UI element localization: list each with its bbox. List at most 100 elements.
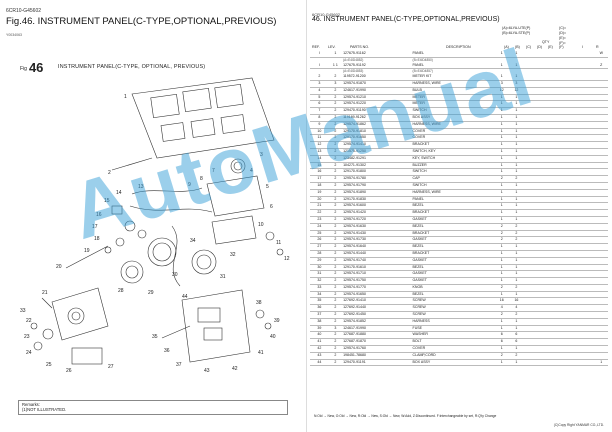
row-description: BEZEL [412,291,424,296]
row-qty-f [568,325,583,332]
row-qty-e [553,305,568,312]
row-interchange [583,162,595,169]
row-ref: 39 [317,325,322,330]
row-qty-e [553,257,568,264]
row-qty-b: 1 [515,278,518,283]
row-qty-c [524,257,539,264]
row-qty-b: 1 [515,346,518,351]
callout-22: 22 [26,318,32,324]
callout-44: 44 [182,294,188,300]
row-qty-d [538,305,553,312]
row-remark [595,203,608,210]
row-qty-b: 16 [514,298,519,303]
row-qty-a: 6 [500,332,503,337]
row-qty-c [524,291,539,298]
row-remark [595,346,608,353]
row-qty-c [524,339,539,346]
row-qty-e [553,148,568,155]
row-qty-c [524,148,539,155]
row-qty-a: 1 [500,257,503,262]
row-qty-a: 3 [500,80,503,85]
row-qty-c [524,176,539,183]
row-level: 2 [334,114,337,119]
row-qty-b: 2 [515,230,518,235]
row-qty-d [538,108,553,115]
row-ref: 24 [317,223,322,228]
variant-f: (F)= [559,41,566,45]
row-level: 2 [334,346,337,351]
col-c: (C) [526,45,531,49]
row-part-number: 129470-91191 [343,359,366,364]
row-description: BRACKET [412,210,430,215]
row-qty-b: 1 [515,51,518,55]
callout-16: 16 [96,212,102,218]
row-ref: 12 [317,142,322,147]
row-qty-e [553,189,568,196]
col-f: (F) [559,45,564,49]
row-level: 2 [334,244,337,249]
row-description: COVER [412,128,426,133]
row-part-number: 129574-91780 [343,176,366,181]
page-divider [306,0,307,432]
row-part-number: 127675-91162 [343,51,366,55]
right-page: 6CR10-G45602 46. INSTRUMENT PANEL(C-TYPE… [306,0,612,432]
row-qty-f [568,332,583,339]
row-qty-a: 1 [500,291,503,296]
row-qty-f [568,257,583,264]
row-qty-f [568,352,583,359]
remarks-text: (1)NOT ILLUSTRATED. [22,407,67,412]
row-qty-d [538,271,553,278]
serial-range-row: (A=E4ID4853)(B=E4ID4857) [310,69,608,74]
row-qty-a: 1 [500,128,503,133]
row-interchange [583,244,595,251]
row-level: 2 [334,359,337,364]
variant-b: (B)=6LYA-STE(P) [502,31,531,35]
row-ref: 23 [317,216,322,221]
row-qty-a: 1 [500,271,503,276]
row-qty-b: 1 [515,108,518,113]
callout-7: 7 [212,168,215,174]
row-qty-b: 1 [515,189,518,194]
row-qty-d [538,155,553,162]
row-qty-f [568,359,583,366]
row-qty-d [538,291,553,298]
row-ref: 34 [317,291,322,296]
callout-12: 12 [284,256,290,262]
row-interchange [583,305,595,312]
row-qty-d [538,332,553,339]
row-level: 2 [334,169,337,174]
row-description: BEZEL [412,203,424,208]
row-part-number: 129574-91740 [343,257,366,262]
row-qty-a: 2 [500,176,503,181]
row-qty-d [538,182,553,189]
row-part-number: 129574-91750 [343,278,366,283]
callout-11: 11 [276,240,281,246]
row-ref: 28 [317,250,322,255]
row-qty-b: 2 [515,237,518,242]
row-qty-b: 1 [515,271,518,276]
row-qty-f [568,216,583,223]
row-qty-f [568,339,583,346]
row-description: BOX ASSY [412,359,431,364]
right-model-code: 6CR10-G45602 [312,12,341,17]
col-r: R [596,45,599,49]
row-qty-d [538,278,553,285]
row-qty-f [568,284,583,291]
figure-title: Fig.46. INSTRUMENT PANEL(C-TYPE,OPTIONAL… [6,16,277,27]
row-ref: 42 [317,346,322,351]
row-remark [595,94,608,101]
variant-a: (A)=6LYA-UTE(P) [502,26,531,30]
row-ref: 7 [318,108,321,113]
row-part-number: 129574-91710 [343,271,366,276]
row-ref: 9 [318,121,321,126]
row-qty-e [553,339,568,346]
row-ref: 10 [317,128,322,133]
